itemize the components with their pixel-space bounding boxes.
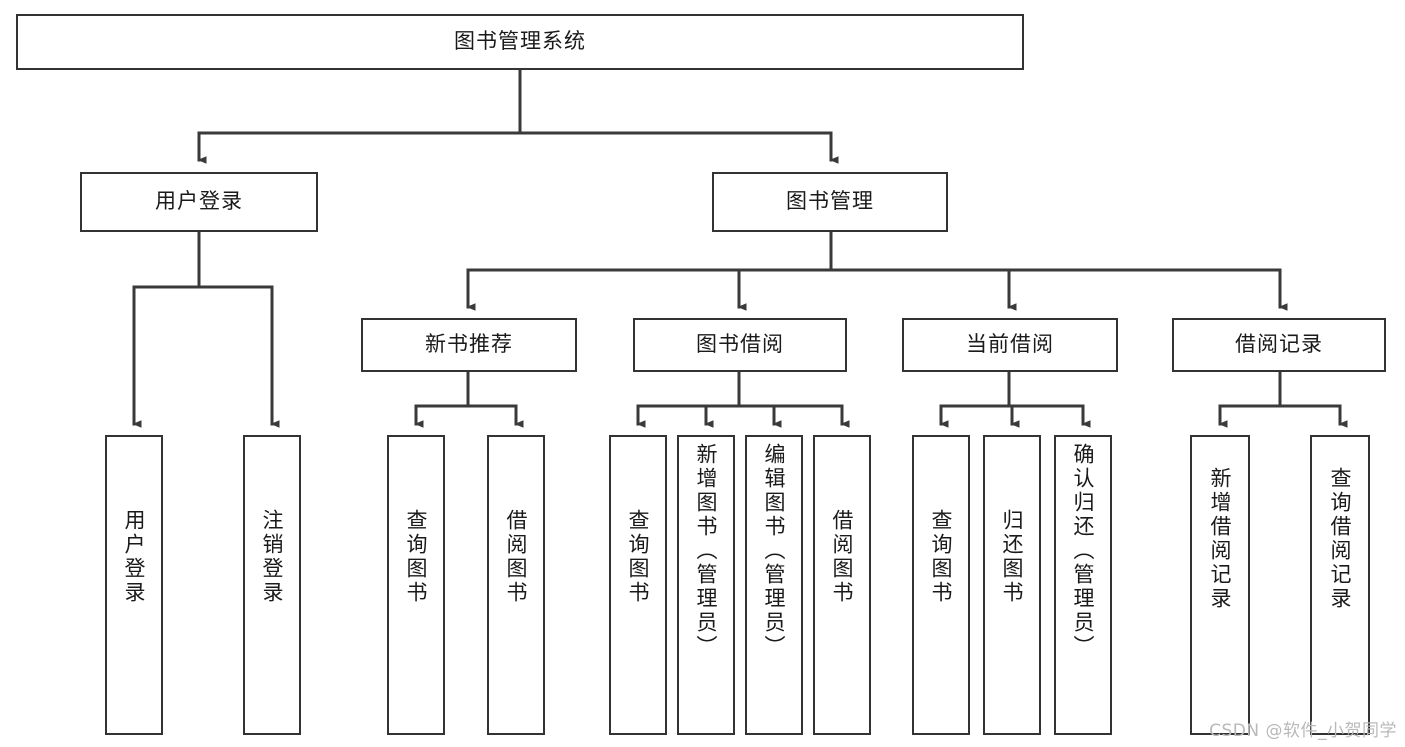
leaf-borrow-borrow-book[interactable]: 借阅图书 bbox=[813, 435, 871, 735]
leaf-recommend-borrow-book-label: 借阅图书 bbox=[504, 509, 529, 605]
leaf-current-confirm-return[interactable]: 确认归还（管理员） bbox=[1054, 435, 1112, 735]
node-new-book-recommend[interactable]: 新书推荐 bbox=[361, 318, 577, 372]
leaf-borrow-borrow-book-label: 借阅图书 bbox=[830, 509, 855, 605]
leaf-current-query-book[interactable]: 查询图书 bbox=[912, 435, 970, 735]
leaf-record-add[interactable]: 新增借阅记录 bbox=[1190, 435, 1250, 735]
leaf-borrow-query-book-label: 查询图书 bbox=[626, 509, 651, 605]
leaf-record-add-label: 新增借阅记录 bbox=[1208, 467, 1233, 611]
node-book-borrow[interactable]: 图书借阅 bbox=[633, 318, 847, 372]
leaf-recommend-query-book-label: 查询图书 bbox=[404, 509, 429, 605]
node-root-label: 图书管理系统 bbox=[454, 29, 586, 54]
leaf-borrow-add-book-label: 新增图书（管理员） bbox=[694, 443, 719, 659]
leaf-recommend-borrow-book[interactable]: 借阅图书 bbox=[487, 435, 545, 735]
leaf-recommend-query-book[interactable]: 查询图书 bbox=[387, 435, 445, 735]
leaf-current-return-book[interactable]: 归还图书 bbox=[983, 435, 1041, 735]
node-borrow-record-label: 借阅记录 bbox=[1235, 332, 1323, 357]
watermark-text: CSDN @软件_小贺同学 bbox=[1209, 721, 1397, 741]
node-current-borrow[interactable]: 当前借阅 bbox=[902, 318, 1118, 372]
leaf-current-return-book-label: 归还图书 bbox=[1000, 509, 1025, 605]
leaf-borrow-edit-book-label: 编辑图书（管理员） bbox=[762, 443, 787, 659]
leaf-current-query-book-label: 查询图书 bbox=[929, 509, 954, 605]
node-book-manage[interactable]: 图书管理 bbox=[712, 172, 948, 232]
leaf-user-login[interactable]: 用户登录 bbox=[105, 435, 163, 735]
node-user-login-label: 用户登录 bbox=[155, 189, 243, 214]
node-borrow-record[interactable]: 借阅记录 bbox=[1172, 318, 1386, 372]
node-book-borrow-label: 图书借阅 bbox=[696, 332, 784, 357]
node-root[interactable]: 图书管理系统 bbox=[16, 14, 1024, 70]
node-new-book-recommend-label: 新书推荐 bbox=[425, 332, 513, 357]
node-book-manage-label: 图书管理 bbox=[786, 189, 874, 214]
node-current-borrow-label: 当前借阅 bbox=[966, 332, 1054, 357]
leaf-user-logout-label: 注销登录 bbox=[260, 509, 285, 605]
leaf-current-confirm-return-label: 确认归还（管理员） bbox=[1071, 443, 1096, 659]
leaf-record-query[interactable]: 查询借阅记录 bbox=[1310, 435, 1370, 735]
leaf-user-logout[interactable]: 注销登录 bbox=[243, 435, 301, 735]
leaf-borrow-add-book[interactable]: 新增图书（管理员） bbox=[677, 435, 735, 735]
leaf-borrow-query-book[interactable]: 查询图书 bbox=[609, 435, 667, 735]
leaf-record-query-label: 查询借阅记录 bbox=[1328, 467, 1353, 611]
leaf-borrow-edit-book[interactable]: 编辑图书（管理员） bbox=[745, 435, 803, 735]
leaf-user-login-label: 用户登录 bbox=[122, 509, 147, 605]
node-user-login[interactable]: 用户登录 bbox=[80, 172, 318, 232]
